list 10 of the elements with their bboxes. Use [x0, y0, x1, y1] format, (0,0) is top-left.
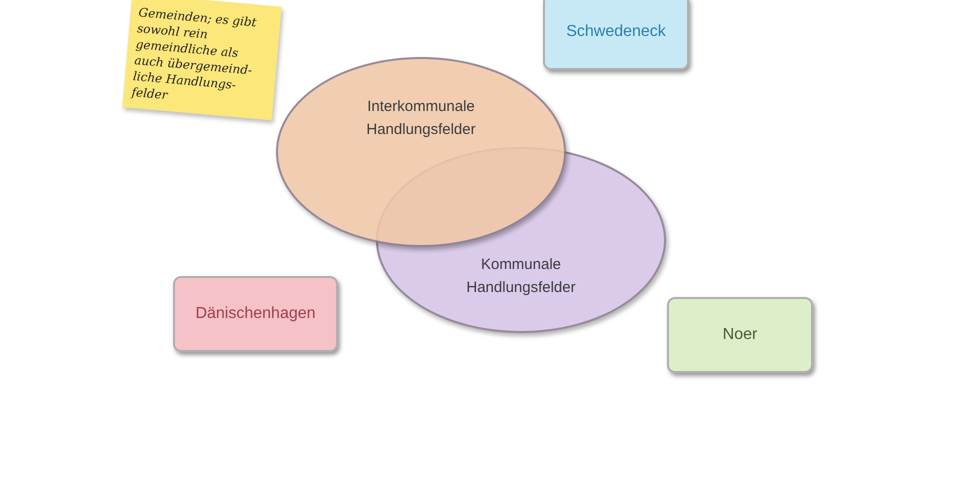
ellipse-label: Kommunale Handlungsfelder — [465, 255, 577, 298]
box-label: Schwedeneck — [566, 22, 666, 42]
municipality-box — [667, 297, 813, 373]
municipality-box — [173, 276, 338, 352]
municipality-box — [543, 0, 689, 70]
sticky-note — [122, 0, 282, 120]
box-label: Noer — [722, 325, 758, 345]
ellipse-label: Interkommunale Handlungsfelder — [365, 97, 477, 140]
box-label: Dänischenhagen — [195, 304, 316, 324]
note-text: Gemeinden; es gibt sowohl rein gemeindliche als auch übergemeind- liche Handlungs- felder — [130, 4, 258, 104]
